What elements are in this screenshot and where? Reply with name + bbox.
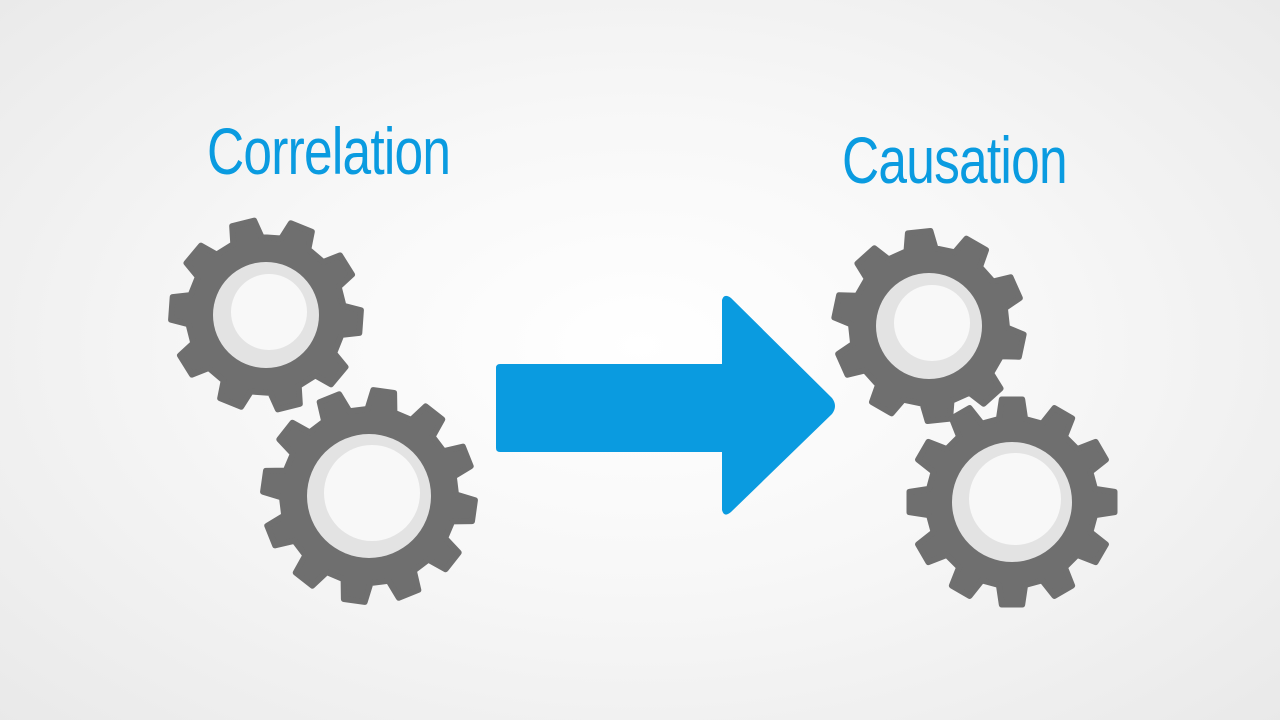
- gear-hole: [969, 453, 1061, 545]
- causation-gear-bottom-icon: [906, 396, 1118, 608]
- correlation-gear-top-icon: [168, 217, 364, 413]
- correlation-label: Correlation: [207, 114, 451, 188]
- gear-hole: [324, 445, 420, 541]
- gear-hole: [894, 285, 970, 361]
- causation-label: Causation: [842, 123, 1068, 197]
- arrow-right-icon: [496, 295, 835, 515]
- gear-hole: [231, 274, 307, 350]
- correlation-gear-bottom-icon: [260, 387, 478, 605]
- causation-gear-top-icon: [831, 228, 1027, 424]
